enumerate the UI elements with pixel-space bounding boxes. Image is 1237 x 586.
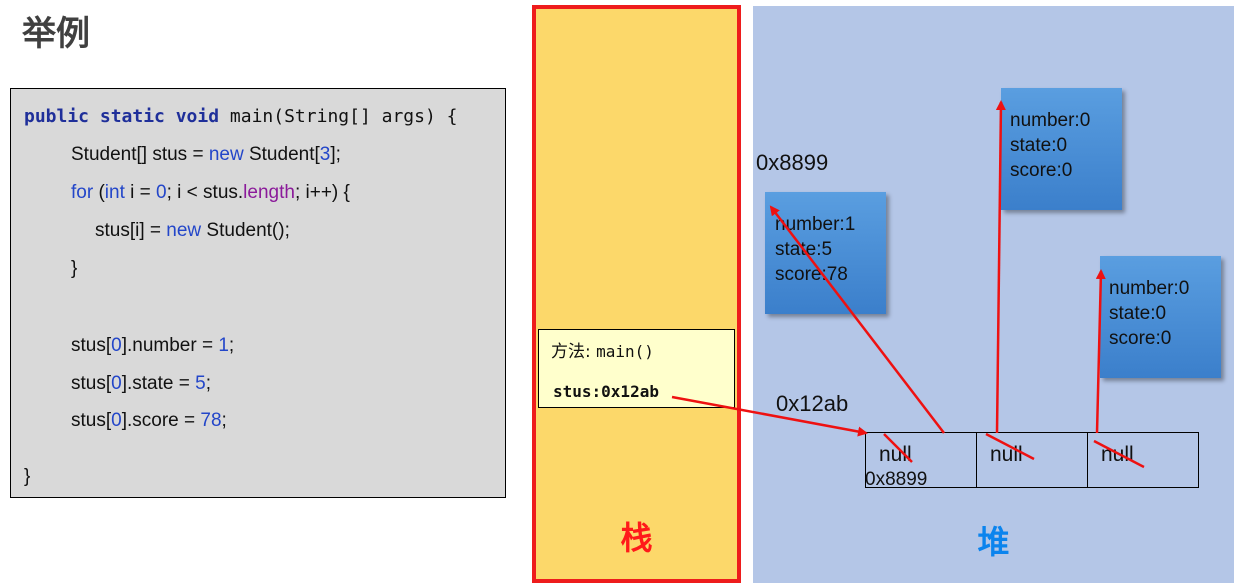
code-text: ].state = — [121, 373, 196, 394]
code-line-4: stus[i] = new Student(); — [95, 220, 290, 242]
code-line-5: } — [71, 258, 78, 279]
array-address: 0x12ab — [776, 391, 849, 416]
code-number: 0 — [111, 335, 122, 356]
array-cell-1: null — [976, 433, 1087, 487]
code-keywords: public static void — [24, 106, 220, 127]
code-number: 1 — [218, 335, 229, 356]
code-text: stus[ — [71, 373, 112, 394]
code-text: i = — [124, 182, 157, 203]
heap-label: 堆 — [977, 523, 1010, 561]
stack-region: 栈 — [532, 5, 741, 583]
student-object-1: number:1 state:5 score:78 — [765, 192, 886, 314]
code-text: ]; — [330, 144, 341, 165]
code-number: 5 — [195, 373, 206, 394]
array-cell-value: null — [990, 443, 1023, 466]
code-text: ].score = — [121, 410, 201, 431]
code-text: ; — [228, 335, 235, 356]
code-number: 0 — [111, 373, 122, 394]
code-text: Student[ — [243, 144, 320, 165]
code-number: 0 — [156, 182, 167, 203]
object-field-number: number:0 — [1109, 278, 1190, 299]
object-address: 0x8899 — [756, 150, 829, 175]
code-line-1: public static void main(String[] args) { — [24, 106, 458, 128]
code-text: Student(); — [201, 220, 290, 241]
code-keyword: new — [208, 144, 244, 165]
student-array: null 0x8899 null null — [865, 432, 1199, 490]
array-cell-2: null — [1087, 433, 1198, 487]
code-line-6: stus[0].number = 1; — [71, 335, 234, 357]
code-text: ( — [93, 182, 105, 203]
array-cell-value: null — [1101, 443, 1134, 466]
student-object-3: number:0 state:0 score:0 — [1100, 256, 1221, 378]
code-number: 3 — [319, 144, 331, 165]
frame-method: 方法: main() — [551, 337, 654, 362]
code-text: ; i < stus. — [166, 182, 244, 203]
code-number: 0 — [111, 410, 122, 431]
stack-label: 栈 — [620, 519, 653, 557]
code-line-8: stus[0].score = 78; — [71, 410, 227, 432]
code-block: public static void main(String[] args) {… — [10, 88, 506, 498]
code-line-3: for (int i = 0; i < stus.length; i++) { — [71, 182, 350, 204]
frame-method-label: 方法: — [551, 342, 591, 362]
code-number: 78 — [200, 410, 222, 431]
code-keyword: int — [104, 182, 125, 203]
object-field-score: score:0 — [1010, 160, 1073, 181]
page-title: 举例 — [22, 14, 90, 54]
object-field-number: number:0 — [1010, 110, 1091, 131]
frame-method-name: main() — [596, 342, 654, 361]
object-field-state: state:0 — [1109, 303, 1167, 324]
code-text: main(String[] args) { — [219, 106, 458, 127]
code-text: stus[ — [71, 335, 112, 356]
code-text: ; i++) { — [294, 182, 350, 203]
code-text: ].number = — [121, 335, 219, 356]
code-text: ; — [221, 410, 227, 431]
code-field: length — [243, 182, 295, 203]
code-text: stus[ — [71, 410, 112, 431]
code-keyword: new — [166, 220, 202, 241]
array-cell-value: null — [879, 443, 912, 466]
object-field-state: state:0 — [1010, 135, 1068, 156]
code-keyword: for — [71, 182, 94, 203]
array-cell-0: null 0x8899 — [865, 433, 976, 490]
object-field-score: score:0 — [1109, 328, 1172, 349]
array-cell-address: 0x8899 — [865, 469, 928, 490]
code-text: Student[] stus = — [71, 144, 209, 165]
object-field-score: score:78 — [775, 264, 848, 285]
frame-variable: stus:0x12ab — [553, 382, 659, 401]
code-line-7: stus[0].state = 5; — [71, 373, 211, 395]
object-field-number: number:1 — [775, 214, 856, 235]
student-object-2: number:0 state:0 score:0 — [1001, 88, 1122, 210]
code-text: stus[i] = — [95, 220, 167, 241]
object-field-state: state:5 — [775, 239, 833, 260]
code-text: ; — [205, 373, 211, 394]
code-line-9: } — [24, 466, 31, 487]
code-line-2: Student[] stus = new Student[3]; — [71, 144, 341, 166]
stack-frame-main: 方法: main() stus:0x12ab — [538, 329, 735, 408]
